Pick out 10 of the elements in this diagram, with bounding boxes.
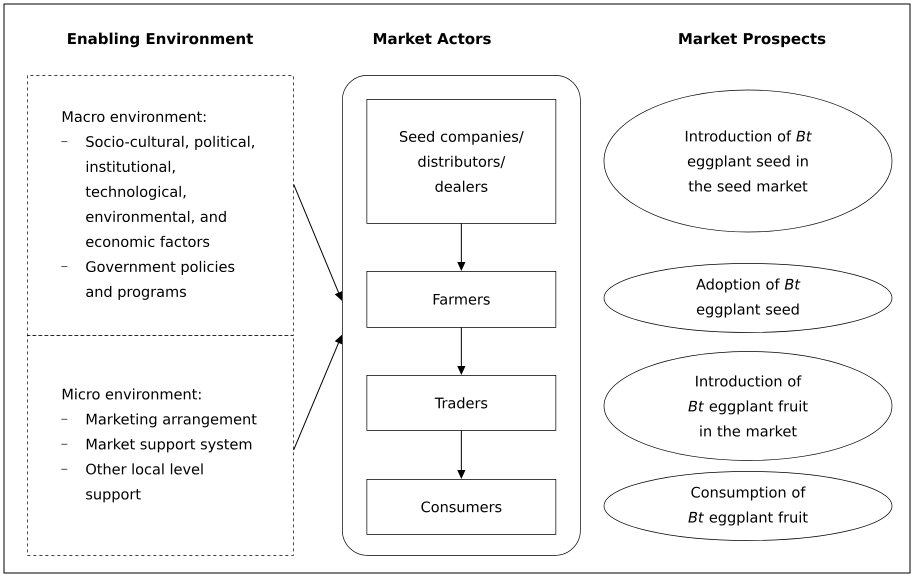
column-heading: Market Actors [374,32,491,44]
actor-box: Farmers [366,271,556,328]
dashed-box: Macro environment: Socio-cultural, political, institutional, technological, environmental, and economic factors Government policies and programs [27,75,294,336]
dashed-box: Micro environment: Marketing arrangement Market support system Other local level support [27,335,294,556]
actor-box: Traders [366,375,556,431]
column-heading: Enabling Environment [68,32,253,48]
actor-box: Seed companies/ distributors/ dealers [366,99,556,224]
rounded-container [342,75,581,556]
actor-box: Consumers [366,479,556,535]
column-heading: Market Prospects [679,32,826,48]
